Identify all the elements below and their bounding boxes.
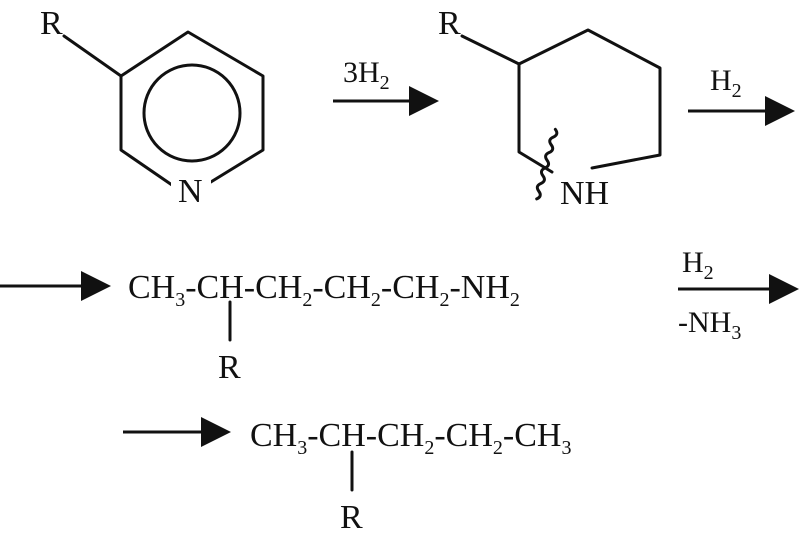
piperidine-ring: [517, 28, 662, 174]
pyridine-r-label: R: [40, 5, 63, 42]
step2-arrow-group: H2: [688, 64, 795, 126]
piperidine-nh-label: NH: [560, 175, 609, 212]
step3-arrow-group: H2 -NH3: [678, 246, 799, 344]
bond-cleavage-mark: [535, 127, 559, 201]
step3-reagent-top: H2: [682, 246, 714, 284]
step2-reagent: H2: [710, 64, 742, 102]
pyridine-n-label: N: [178, 173, 203, 210]
step3-reagent-bottom: -NH3: [678, 306, 741, 344]
alkane-chain-formula: CH3-CH-CH2-CH2-CH3: [250, 417, 571, 459]
piperidine-r-label: R: [438, 5, 461, 42]
amine-chain-formula: CH3-CH-CH2-CH2-CH2-NH2: [128, 269, 520, 311]
amine-branch-r: R: [218, 349, 241, 386]
aromatic-circle: [142, 63, 242, 163]
alkane-branch-r: R: [340, 499, 363, 536]
pyridine-molecule: R N: [40, 5, 265, 210]
step1-reagent: 3H2: [343, 56, 390, 94]
piperidine-r-bond: [460, 34, 521, 66]
piperidine-molecule: R NH: [438, 5, 662, 212]
pyridine-r-bond: [62, 34, 123, 78]
step1-arrow-group: 3H2: [333, 56, 439, 116]
